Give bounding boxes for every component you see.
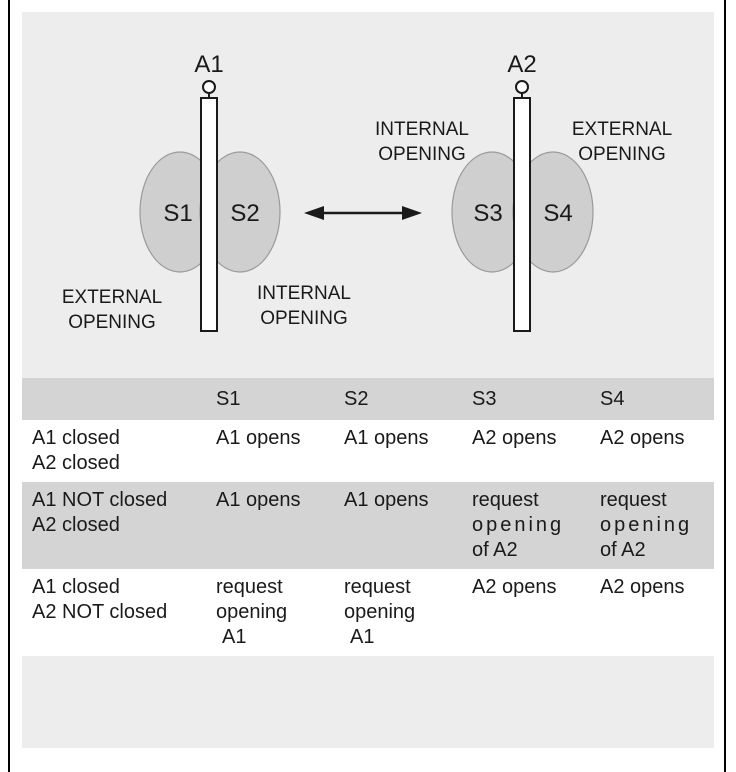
action-line: request bbox=[600, 489, 667, 511]
table-header-s1: S1 bbox=[216, 388, 241, 410]
right-external-opening-line1: EXTERNAL bbox=[572, 119, 672, 140]
s4-cell: A2 opens bbox=[590, 420, 714, 482]
action-line: request bbox=[216, 576, 283, 598]
condition-cell: A1 closed A2 NOT closed bbox=[22, 569, 206, 656]
action-line: A1 bbox=[222, 626, 247, 648]
action-line: opening bbox=[472, 514, 565, 536]
action-line: opening bbox=[216, 601, 288, 623]
action-line: opening bbox=[344, 601, 416, 623]
condition-cell: A1 closed A2 closed bbox=[22, 420, 206, 482]
airlock-diagram: A1 A2 S1 S2 S3 S4 EXTERNAL OPENING INTER… bbox=[62, 51, 672, 333]
action-line: of A2 bbox=[600, 539, 646, 561]
page-frame bbox=[8, 0, 726, 772]
action-line: opening bbox=[600, 514, 693, 536]
s3-cell: A2 opens bbox=[462, 420, 590, 482]
condition-line: A2 closed bbox=[32, 514, 120, 536]
right-internal-opening-line1: INTERNAL bbox=[375, 119, 469, 140]
action-line: A1 opens bbox=[216, 427, 301, 449]
s4-cell: A2 opens bbox=[590, 569, 714, 656]
gate-a1-door bbox=[200, 97, 218, 332]
space-s2-label: S2 bbox=[230, 200, 259, 227]
table-row: A1 closed A2 closed A1 opens A1 opens A2… bbox=[22, 420, 714, 482]
condition-line: A2 NOT closed bbox=[32, 601, 168, 623]
s1-cell: request opening A1 bbox=[206, 569, 334, 656]
table-header-s2: S2 bbox=[344, 388, 369, 410]
gate-a2-knob bbox=[515, 80, 529, 94]
condition-cell: A1 NOT closed A2 closed bbox=[22, 482, 206, 569]
left-internal-opening-line2: OPENING bbox=[260, 308, 348, 329]
action-line: A1 opens bbox=[344, 427, 429, 449]
s3-cell: A2 opens bbox=[462, 569, 590, 656]
condition-line: A1 NOT closed bbox=[32, 489, 168, 511]
table-header-row: S1 S2 S3 S4 bbox=[22, 378, 714, 420]
condition-line: A1 closed bbox=[32, 576, 120, 598]
s1-cell: A1 opens bbox=[206, 482, 334, 569]
gate-a1-label: A1 bbox=[194, 51, 223, 78]
action-line: A1 opens bbox=[344, 489, 429, 511]
action-line: A2 opens bbox=[600, 576, 685, 598]
table-row: A1 NOT closed A2 closed A1 opens A1 open… bbox=[22, 482, 714, 569]
table-header-s3: S3 bbox=[472, 388, 497, 410]
link-arrow-left-head bbox=[304, 206, 324, 220]
table-row: A1 closed A2 NOT closed request opening … bbox=[22, 569, 714, 656]
figure-panel bbox=[22, 12, 714, 748]
gate-a2-label: A2 bbox=[507, 51, 536, 78]
right-internal-opening-line2: OPENING bbox=[378, 144, 466, 165]
action-line: A1 opens bbox=[216, 489, 301, 511]
space-s4-label: S4 bbox=[543, 200, 572, 227]
space-s1-label: S1 bbox=[163, 200, 192, 227]
gate-logic-table: S1 S2 S3 S4 A1 closed A2 closed A1 opens… bbox=[22, 378, 714, 656]
action-line: A2 opens bbox=[600, 427, 685, 449]
action-line: request bbox=[472, 489, 539, 511]
left-internal-opening-line1: INTERNAL bbox=[257, 283, 351, 304]
condition-line: A1 closed bbox=[32, 427, 120, 449]
left-external-opening-line1: EXTERNAL bbox=[62, 287, 162, 308]
gate-a2-door bbox=[513, 97, 531, 332]
table-header-cell bbox=[22, 378, 206, 420]
action-line: A2 opens bbox=[472, 576, 557, 598]
action-line: A1 bbox=[350, 626, 375, 648]
table-header-s4: S4 bbox=[600, 388, 625, 410]
right-external-opening-line2: OPENING bbox=[578, 144, 666, 165]
s2-cell: request opening A1 bbox=[334, 569, 462, 656]
link-arrow-right-head bbox=[402, 206, 422, 220]
action-line: of A2 bbox=[472, 539, 518, 561]
condition-line: A2 closed bbox=[32, 452, 120, 474]
s2-cell: A1 opens bbox=[334, 482, 462, 569]
action-line: request bbox=[344, 576, 411, 598]
gate-a1-knob bbox=[202, 80, 216, 94]
s4-cell: request opening of A2 bbox=[590, 482, 714, 569]
s3-cell: request opening of A2 bbox=[462, 482, 590, 569]
action-line: A2 opens bbox=[472, 427, 557, 449]
s2-cell: A1 opens bbox=[334, 420, 462, 482]
left-external-opening-line2: OPENING bbox=[68, 312, 156, 333]
s1-cell: A1 opens bbox=[206, 420, 334, 482]
space-s3-label: S3 bbox=[473, 200, 502, 227]
